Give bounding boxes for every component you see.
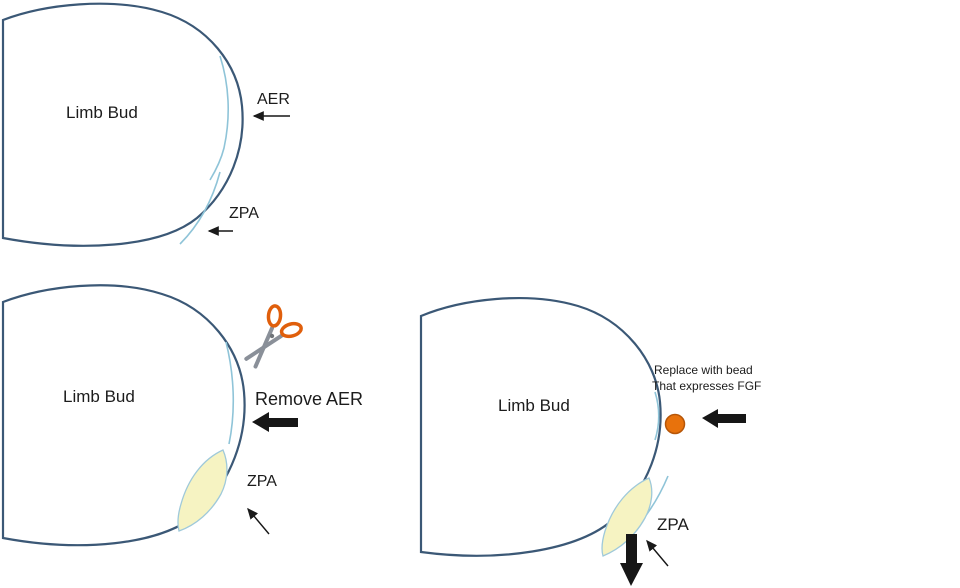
scissors-handle-a <box>266 304 283 328</box>
bead-label-line2: That expresses FGF <box>652 379 762 393</box>
panel-bottom-left <box>1 284 303 547</box>
aer-label: AER <box>257 91 290 108</box>
limb-bud-outline-3 <box>419 297 662 557</box>
remove-aer-label: Remove AER <box>255 389 364 409</box>
bead-label-line1: Replace with bead <box>654 363 753 377</box>
aer-ridge-line-1 <box>209 55 230 181</box>
limb-bud-label-3: Limb Bud <box>498 396 570 415</box>
zpa-region-2 <box>177 449 228 532</box>
scissors-blade-b <box>253 326 275 369</box>
limb-bud-label-2: Limb Bud <box>63 387 135 406</box>
panel-bottom-right <box>419 297 746 586</box>
fgf-bead <box>664 413 686 435</box>
scissors-handle-b <box>279 321 303 339</box>
zpa-boundary-line-1 <box>179 171 221 245</box>
limb-bud-outline-2 <box>1 284 246 547</box>
bead-block-arrow <box>702 409 746 428</box>
limb-bud-label-1: Limb Bud <box>66 103 138 122</box>
scissors-icon <box>244 304 303 369</box>
limb-bud-outline-1 <box>1 2 244 247</box>
down-block-arrow <box>620 534 643 586</box>
panel-top-left <box>1 2 290 247</box>
zpa-label-2: ZPA <box>247 473 277 490</box>
zpa-label-3: ZPA <box>657 515 689 534</box>
remove-aer-block-arrow <box>252 412 298 432</box>
aer-ridge-line-2 <box>225 341 235 445</box>
scissors-pivot <box>269 333 275 339</box>
zpa-pointer-arrow-2 <box>247 507 270 535</box>
zpa-region-3 <box>601 477 653 557</box>
zpa-label-1: ZPA <box>229 205 259 222</box>
zpa-pointer-arrow-3 <box>646 539 669 567</box>
aer-ridge-line-3 <box>654 391 660 441</box>
